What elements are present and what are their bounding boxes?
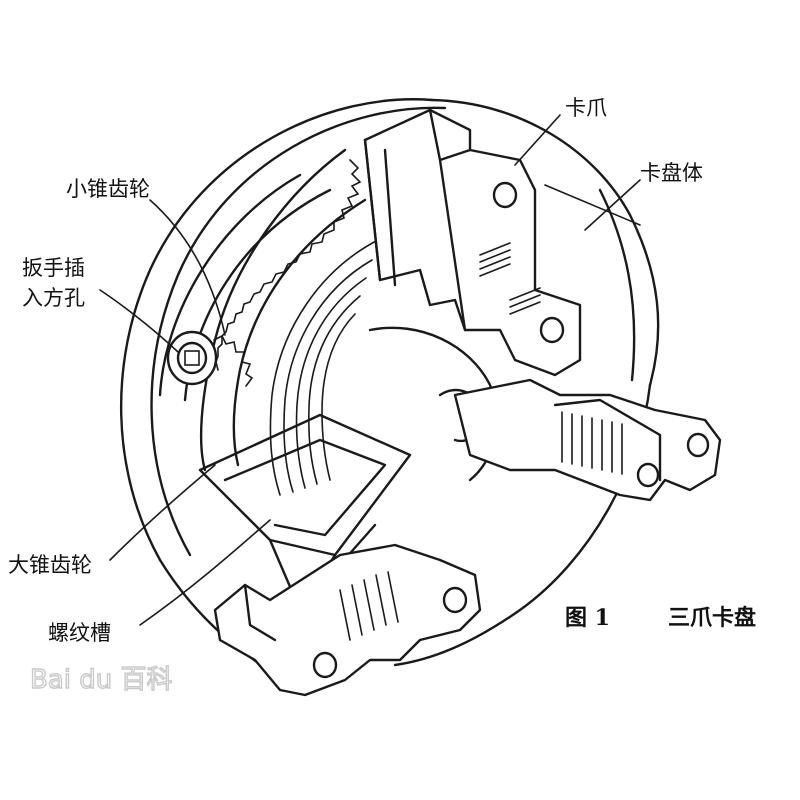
label-small-bevel-gear: 小锥齿轮 bbox=[66, 177, 150, 201]
leader-chuck-body bbox=[584, 179, 641, 231]
figure-title: 三爪卡盘 bbox=[668, 605, 756, 631]
label-large-bevel-gear: 大锥齿轮 bbox=[8, 553, 92, 577]
small-bevel-gear bbox=[166, 330, 254, 387]
label-spiral-groove: 螺纹槽 bbox=[48, 621, 111, 645]
label-chuck-body: 卡盘体 bbox=[640, 161, 703, 185]
large-bevel-gear bbox=[199, 148, 379, 496]
jaw-right bbox=[453, 378, 722, 502]
label-wrench-hole-line1: 扳手插 bbox=[22, 256, 85, 280]
leader-large-bevel-gear bbox=[109, 464, 216, 561]
watermark-logo: Bai du 百科 bbox=[30, 665, 173, 695]
label-jaw: 卡爪 bbox=[565, 96, 607, 120]
wrench-square-hole bbox=[184, 350, 200, 366]
figure-number: 图 1 bbox=[565, 605, 610, 631]
leader-lines bbox=[99, 114, 641, 626]
leader-jaw bbox=[514, 114, 561, 166]
jaw-bottom bbox=[213, 543, 482, 697]
leader-wrench-hole bbox=[99, 289, 179, 353]
leader-small-bevel-gear bbox=[149, 199, 226, 336]
jaw-top bbox=[363, 108, 582, 377]
leader-spiral-groove bbox=[139, 519, 271, 626]
label-wrench-hole-line2: 入方孔 bbox=[22, 286, 85, 310]
